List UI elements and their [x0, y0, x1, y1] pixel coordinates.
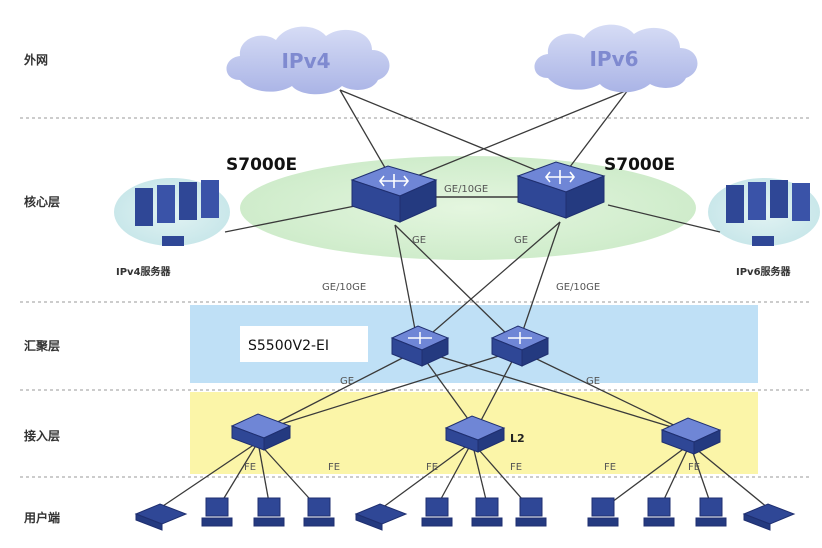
- switch-arrows-icon: [544, 170, 576, 184]
- aggregation-switch-right: [490, 325, 550, 367]
- aggregation-switch-left: [390, 325, 450, 367]
- link-aggright-access3: [517, 349, 689, 433]
- link-coreright-aggright: [517, 221, 561, 346]
- link-aggleft-access1: [261, 349, 419, 431]
- cloud-ipv6: IPv6: [534, 24, 698, 93]
- switch-arrows-icon: [378, 174, 410, 188]
- link-aggleft-access3: [417, 349, 689, 433]
- link-label-left-uplink: GE/10GE: [322, 282, 366, 293]
- link-ipv4server-core: [224, 204, 361, 233]
- computer-icon: [303, 497, 335, 527]
- user-devices: [134, 497, 796, 531]
- cloud-ipv6-label: IPv6: [589, 47, 638, 71]
- computer-icon: [471, 497, 503, 527]
- computer-icon: [587, 497, 619, 527]
- access-switch-3: [660, 417, 722, 455]
- cloud-ipv4: IPv4: [226, 26, 390, 95]
- link-label-fe: FE: [244, 462, 256, 473]
- links: [159, 89, 769, 509]
- computer-icon: [515, 497, 547, 527]
- link-coreleft-aggright: [394, 224, 519, 346]
- aggregation-model-box: [240, 326, 368, 362]
- layer-label-core: 核心层: [24, 194, 60, 209]
- link-ipv4-coreright: [339, 89, 561, 181]
- link-coreleft-aggleft: [394, 224, 419, 346]
- access-switch-2: [444, 415, 506, 453]
- core-right-model-label: S7000E: [604, 155, 675, 175]
- ipv4-server-label: IPv4服务器: [116, 265, 172, 278]
- link-label-fe: FE: [510, 462, 522, 473]
- link-label-right-uplink: GE/10GE: [556, 282, 600, 293]
- computer-icon: [201, 497, 233, 527]
- link-label-fe: FE: [604, 462, 616, 473]
- core-switch-left: [350, 165, 438, 223]
- link-label-agg-right-ge: GE: [586, 376, 600, 387]
- link-label-fe: FE: [688, 462, 700, 473]
- user-hub-icon: [354, 503, 408, 531]
- link-label-core-right-ge: GE: [514, 235, 528, 246]
- ipv4-server-icon: [135, 180, 219, 246]
- access-l2-label: L2: [510, 432, 525, 445]
- ipv6-server-icon: [726, 180, 810, 246]
- core-switch-right: [516, 161, 606, 219]
- cloud-ipv4-label: IPv4: [281, 49, 330, 73]
- link-coreright-aggleft: [417, 221, 561, 346]
- computer-icon: [253, 497, 285, 527]
- computer-icon: [643, 497, 675, 527]
- link-ipv6-coreright: [559, 89, 629, 181]
- link-label-core-left-ge: GE: [412, 235, 426, 246]
- aggregation-model-label: S5500V2-EI: [248, 338, 329, 354]
- link-ipv6server-core: [607, 204, 721, 233]
- core-left-model-label: S7000E: [226, 155, 297, 175]
- layer-label-aggregation: 汇聚层: [24, 339, 60, 353]
- link-ipv6-coreleft: [394, 89, 629, 186]
- computer-icon: [421, 497, 453, 527]
- ipv6-server-label: IPv6服务器: [736, 265, 792, 278]
- layer-label-user: 用户端: [23, 510, 60, 525]
- link-label-fe: FE: [426, 462, 438, 473]
- link-label-core-interconnect: GE/10GE: [444, 184, 488, 195]
- router-icon: [408, 332, 432, 344]
- router-icon: [508, 332, 532, 344]
- layer-label-external: 外网: [24, 52, 48, 67]
- computer-icon: [695, 497, 727, 527]
- link-label-fe: FE: [328, 462, 340, 473]
- user-hub-icon: [742, 503, 796, 531]
- layer-label-access: 接入层: [24, 428, 60, 443]
- link-label-agg-left-ge: GE: [340, 376, 354, 387]
- link-aggright-access1: [261, 349, 519, 431]
- link-aggright-access2: [475, 349, 519, 431]
- user-hub-icon: [134, 503, 188, 531]
- access-switch-1: [230, 413, 292, 451]
